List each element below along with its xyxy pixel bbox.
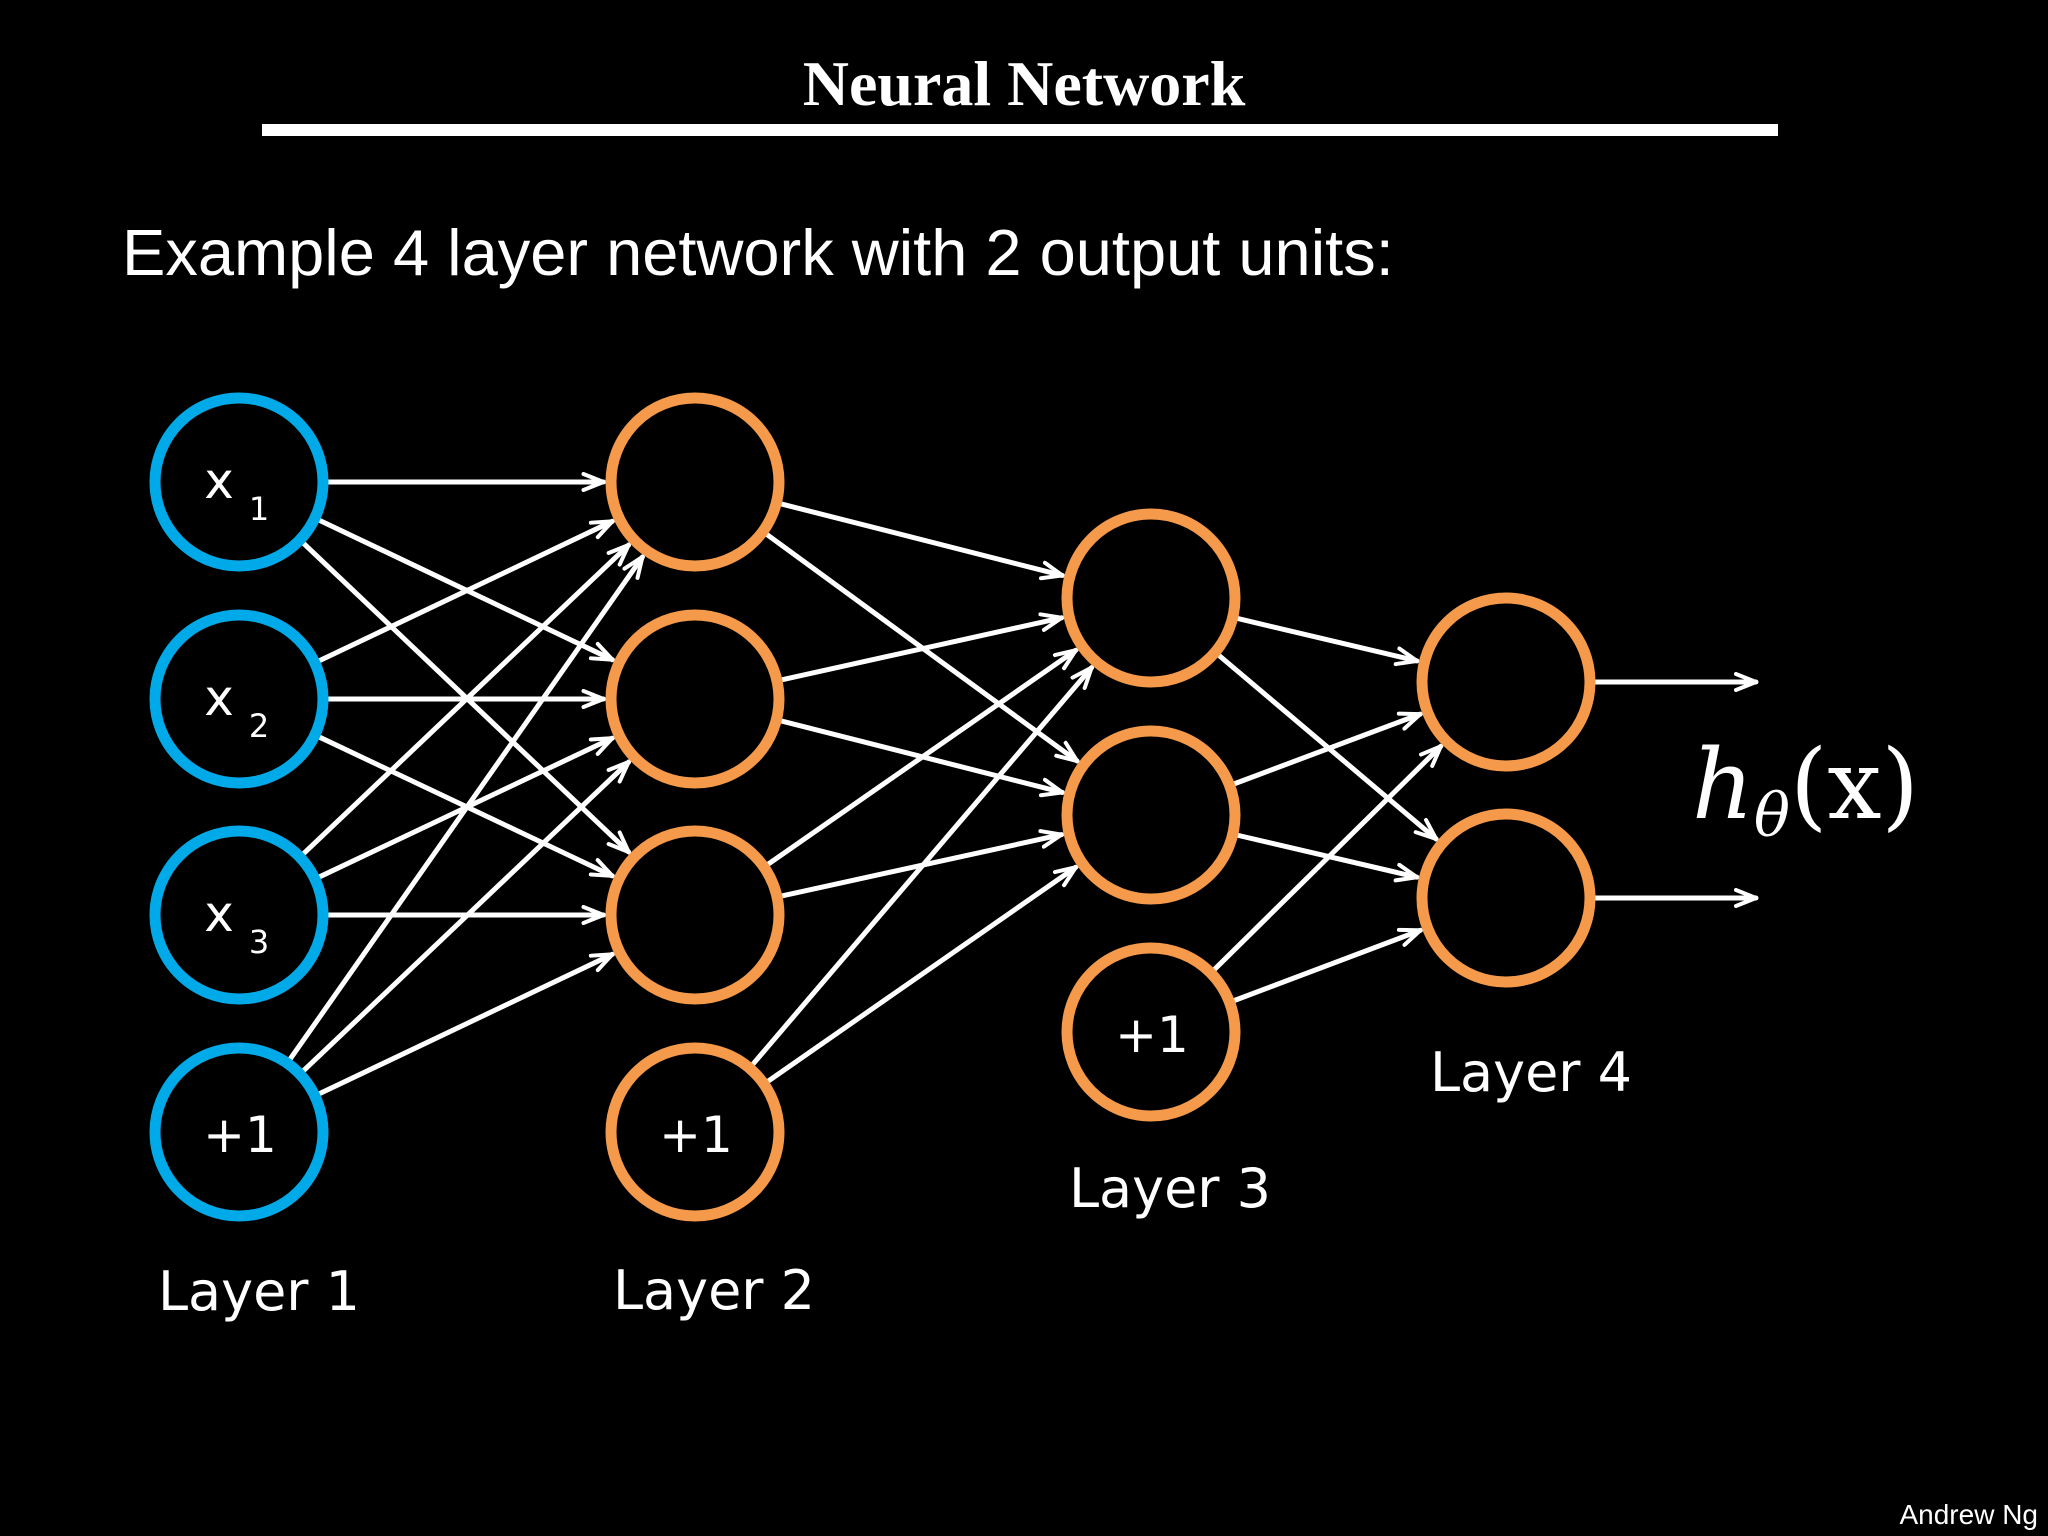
node-subscript: 2 [249,707,269,745]
output-h: h [1692,729,1754,841]
node-circle [605,392,785,572]
node-label: +1 [1115,1006,1189,1064]
node-circle [1416,592,1596,772]
connection-edge-l1n4-l2n3 [317,951,613,1097]
connection-edge-l1n2-l2n1 [317,518,613,664]
node-subscript: 3 [249,923,269,961]
node-circle [605,1042,785,1222]
node-circle [1061,942,1241,1122]
node-circle [149,609,329,789]
neuron-layer-2-unit-1 [605,392,785,572]
node-subscript: 1 [249,490,269,528]
connection-edge-l1n4-l2n1 [287,557,642,1062]
connection-edge-l2n2-l3n1 [779,618,1061,683]
author-credit: Andrew Ng [1899,1499,2038,1530]
neuron-layer-3-unit-1 [1061,508,1241,688]
connection-edge-l2n3-l3n1 [765,650,1075,867]
bias-node-layer-3: +1 [1061,942,1241,1122]
node-label: x [204,885,234,943]
bias-node-layer-2: +1 [605,1042,785,1222]
connection-edge-l1n4-l2n2 [301,762,629,1073]
node-circle [149,392,329,572]
neuron-layer-4-unit-1 [1416,592,1596,772]
layer-label-1: Layer 1 [158,1260,360,1323]
node-label: +1 [659,1106,733,1164]
connection-edge-l2n4-l3n2 [765,867,1075,1084]
node-label: x [204,452,234,510]
neuron-layer-4-unit-2 [1416,808,1596,988]
node-circle [605,825,785,1005]
connection-edge-l2n4-l3n1 [750,668,1091,1067]
node-circle [605,609,785,789]
neuron-layer-2-unit-2 [605,609,785,789]
layer-label-2: Layer 2 [613,1259,815,1322]
connection-edge-l3n3-l4n1 [1212,746,1441,972]
node-circle [1416,808,1596,988]
layer-labels: Layer 1 Layer 2 Layer 3 Layer 4 [158,1041,1632,1323]
output-hypothesis: hθ(x) [1692,729,1919,851]
title-underline [262,124,1778,136]
layer-label-4: Layer 4 [1430,1041,1632,1104]
node-label: x [204,669,234,727]
neuron-layer-2-unit-3 [605,825,785,1005]
node-label: +1 [203,1106,277,1164]
output-arg: (x) [1790,729,1919,841]
node-circle [1061,725,1241,905]
connection-edge-l3n3-l4n2 [1232,927,1421,1003]
output-theta: θ [1754,781,1790,851]
slide-title: Neural Network [803,48,1246,119]
node-circle [149,825,329,1005]
connection-edge-l2n1-l3n1 [779,501,1063,575]
slide-subtitle: Example 4 layer network with 2 output un… [122,216,1394,289]
layer-label-3: Layer 3 [1069,1157,1271,1220]
bias-node-layer-1: +1 [149,1042,329,1222]
connection-edge-l1n3-l2n1 [301,545,629,856]
connection-edge-l3n2-l4n1 [1232,711,1421,787]
node-circle [149,1042,329,1222]
network-connections [287,482,1759,1097]
node-circle [1061,508,1241,688]
connection-edge-l3n1-l4n1 [1235,616,1417,661]
neuron-layer-3-unit-2 [1061,725,1241,905]
